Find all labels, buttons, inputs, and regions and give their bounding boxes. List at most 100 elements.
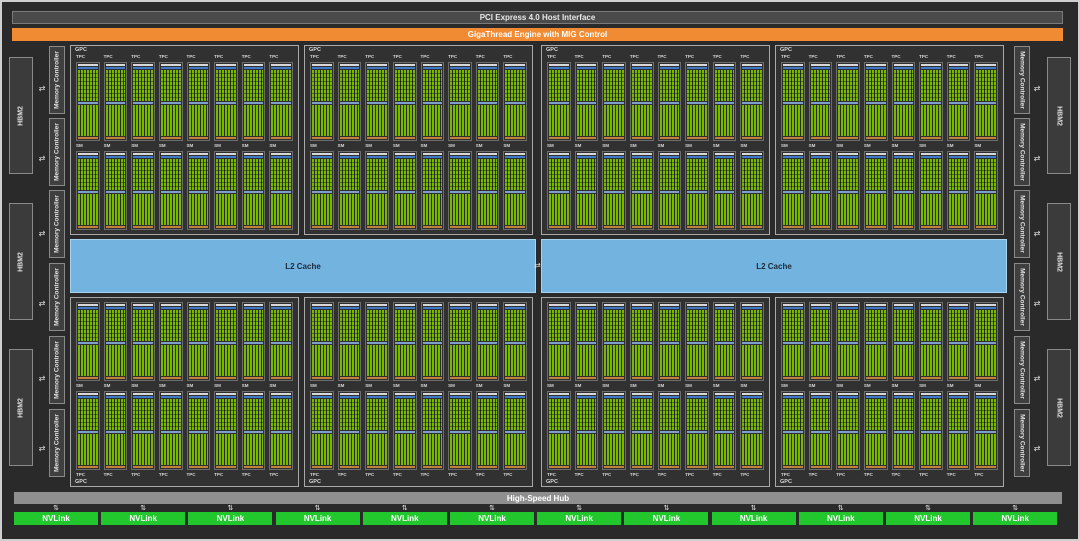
sm-label: SM	[891, 143, 899, 148]
sm-register-file	[576, 102, 597, 104]
sm-l0-cache	[893, 396, 914, 398]
sm-l1-cache	[948, 226, 969, 228]
sm-register-file	[450, 102, 470, 104]
sm-header	[160, 304, 181, 306]
sm-register-file	[160, 431, 181, 433]
sm-l1-cache	[312, 137, 332, 139]
tpc-label: TPC	[269, 472, 279, 477]
sm-tensor-cores	[976, 345, 996, 376]
sm-unit	[629, 302, 654, 381]
sm-header	[604, 393, 624, 395]
sm-l0-cache	[216, 156, 236, 158]
sm-register-file	[838, 191, 858, 193]
sm-register-file	[810, 102, 831, 104]
sm-tensor-cores	[312, 194, 332, 225]
sm-cuda-cores	[838, 399, 858, 430]
sm-unit	[448, 302, 472, 381]
sm-unit	[475, 302, 500, 381]
sm-cuda-cores	[339, 159, 360, 190]
sm-l1-cache	[243, 137, 264, 139]
sm-l0-cache	[160, 307, 181, 309]
sm-header	[576, 393, 597, 395]
memory-controller: Memory Controller	[1014, 46, 1030, 114]
sm-unit	[629, 151, 654, 230]
sm-cuda-cores	[367, 310, 387, 341]
tpc-label: TPC	[836, 54, 846, 59]
sm-l1-cache	[450, 137, 470, 139]
sm-l1-cache	[893, 226, 914, 228]
sm-header	[687, 64, 707, 66]
bidirectional-arrow-icon: ⇄	[1033, 229, 1041, 238]
hbm2-stack: HBM2	[1047, 57, 1071, 174]
sm-l0-cache	[714, 307, 735, 309]
sm-label: SM	[365, 143, 372, 148]
sm-tensor-cores	[243, 194, 264, 225]
sm-l0-cache	[133, 396, 153, 398]
sm-header	[783, 64, 803, 66]
sm-label: SM	[131, 143, 138, 148]
sm-tensor-cores	[921, 434, 941, 465]
sm-cuda-cores	[216, 399, 236, 430]
sm-register-file	[133, 342, 153, 344]
sm-tensor-cores	[742, 345, 762, 376]
sm-header	[976, 153, 996, 155]
sm-cuda-cores	[810, 70, 831, 101]
sm-register-file	[422, 342, 443, 344]
sm-tensor-cores	[659, 345, 680, 376]
sm-header	[576, 64, 597, 66]
memory-controller-label: Memory Controller	[53, 123, 61, 181]
sm-l1-cache	[921, 226, 941, 228]
sm-l1-cache	[838, 466, 858, 468]
sm-cuda-cores	[576, 399, 597, 430]
sm-header	[659, 393, 680, 395]
tpc-label: TPC	[448, 472, 458, 477]
sm-unit	[657, 62, 682, 141]
sm-unit	[310, 302, 334, 381]
sm-l0-cache	[312, 307, 332, 309]
sm-l0-cache	[838, 396, 858, 398]
l2-cache: L2 Cache	[70, 239, 536, 293]
sm-tensor-cores	[271, 194, 291, 225]
sm-header	[893, 153, 914, 155]
sm-cuda-cores	[243, 70, 264, 101]
sm-l1-cache	[865, 466, 886, 468]
sm-cuda-cores	[450, 310, 470, 341]
sm-l1-cache	[188, 226, 209, 228]
sm-l1-cache	[659, 137, 680, 139]
sm-header	[976, 64, 996, 66]
sm-tensor-cores	[921, 105, 941, 136]
sm-unit	[76, 391, 100, 470]
sm-l1-cache	[576, 137, 597, 139]
sm-l1-cache	[976, 377, 996, 379]
sm-unit	[76, 62, 100, 141]
memory-controller-label: Memory Controller	[1018, 123, 1026, 181]
sm-l1-cache	[188, 137, 209, 139]
sm-register-file	[893, 191, 914, 193]
sm-tensor-cores	[549, 345, 569, 376]
sm-cuda-cores	[659, 70, 680, 101]
sm-l0-cache	[838, 156, 858, 158]
sm-tensor-cores	[976, 434, 996, 465]
sm-unit	[974, 391, 998, 470]
sm-unit	[103, 391, 128, 470]
sm-l1-cache	[216, 466, 236, 468]
sm-cuda-cores	[631, 159, 652, 190]
sm-l0-cache	[367, 307, 387, 309]
tpc-label: TPC	[269, 54, 279, 59]
sm-header	[783, 393, 803, 395]
sm-cuda-cores	[78, 310, 98, 341]
tpc-label: TPC	[781, 472, 790, 477]
sm-register-file	[549, 431, 569, 433]
bidirectional-arrow-icon: ⇄	[534, 261, 541, 270]
sm-label: SM	[712, 383, 720, 388]
sm-cuda-cores	[160, 159, 181, 190]
tpc-label: TPC	[712, 472, 722, 477]
